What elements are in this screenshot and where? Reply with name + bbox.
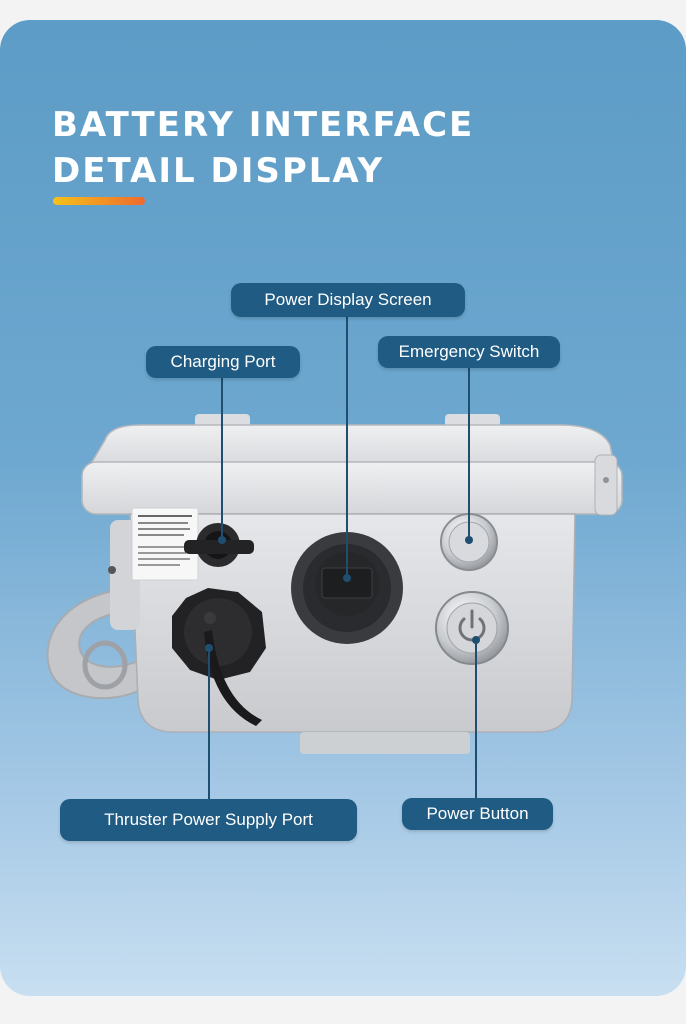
label-power-display-screen: Power Display Screen [231,283,465,317]
label-emergency-switch-text: Emergency Switch [398,342,540,361]
label-charging-port-text: Charging Port [170,352,276,371]
label-thruster-power-supply-port-text: Thruster Power Supply Port [104,810,313,829]
label-thruster-power-supply-port: Thruster Power Supply Port [60,799,357,841]
battery-lid [81,414,623,516]
power-display-screen [291,532,403,644]
label-power-display-screen-text: Power Display Screen [264,290,432,309]
title-line-2: DETAIL DISPLAY [52,151,385,191]
label-charging-port: Charging Port [146,346,300,378]
warning-sticker [131,507,199,581]
label-emergency-switch: Emergency Switch [378,336,560,368]
carry-handle [46,588,141,700]
power-button [435,591,509,665]
charging-port [184,523,254,567]
title-line-1: BATTERY INTERFACE [52,105,475,145]
thruster-power-supply-port [172,588,266,726]
callout-leaders [205,316,480,800]
page-title: BATTERY INTERFACE DETAIL DISPLAY [52,102,474,194]
title-accent-bar [53,197,145,205]
power-icon [458,609,486,642]
label-power-button: Power Button [402,798,553,830]
label-power-button-text: Power Button [426,804,529,823]
